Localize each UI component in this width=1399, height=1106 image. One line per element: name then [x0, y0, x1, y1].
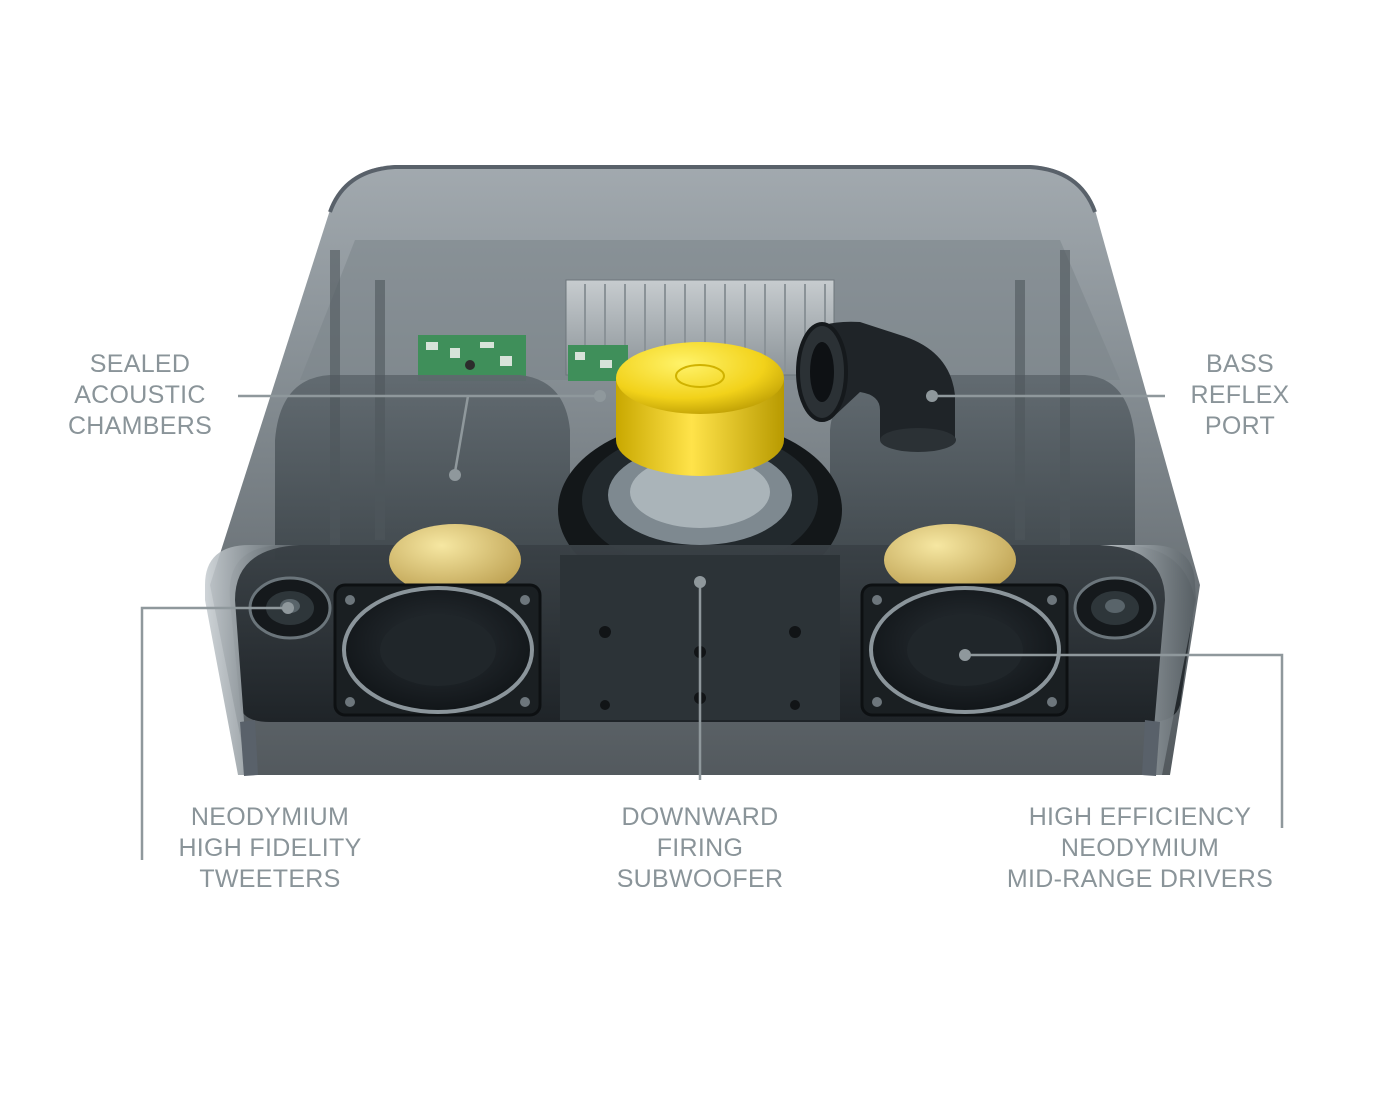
speaker-side-walls: [205, 545, 1196, 776]
midrange-magnet-left: [389, 524, 521, 596]
label-line: CHAMBERS: [67, 412, 213, 440]
label-line: ACOUSTIC: [74, 381, 206, 409]
dot-bass-port: [926, 390, 938, 402]
label-line: DOWNWARD: [621, 803, 779, 831]
bass-reflex-port: [796, 321, 956, 452]
dot-subwoofer: [694, 576, 706, 588]
leader-sealed-chambers-branch: [453, 395, 470, 473]
label-line: REFLEX: [1190, 381, 1290, 409]
label-line: SUBWOOFER: [616, 865, 784, 893]
leader-dots: [282, 390, 971, 661]
label-line: TWEETERS: [199, 865, 341, 893]
circuit-board-left: [418, 335, 526, 381]
dot-sealed-chamber-center: [594, 390, 606, 402]
leader-lines: [140, 394, 1284, 860]
label-tweeters: NEODYMIUM HIGH FIDELITY TWEETERS: [140, 802, 400, 895]
midrange-magnet-right: [884, 524, 1016, 596]
leader-midrange: [965, 653, 1284, 828]
dot-tweeter: [282, 602, 294, 614]
tweeter-right: [1073, 576, 1157, 640]
label-line: SEALED: [89, 350, 191, 378]
label-bass-reflex-port: BASS REFLEX PORT: [1150, 349, 1330, 442]
label-sealed-acoustic-chambers: SEALED ACOUSTIC CHAMBERS: [40, 349, 240, 442]
dot-sealed-chamber-left: [449, 469, 461, 481]
label-line: HIGH FIDELITY: [178, 834, 362, 862]
label-line: PORT: [1204, 412, 1276, 440]
leader-tweeters: [140, 606, 288, 860]
dot-midrange: [959, 649, 971, 661]
sealed-acoustic-chamber-left: [275, 250, 570, 560]
label-line: BASS: [1206, 350, 1274, 378]
label-line: MID-RANGE DRIVERS: [1006, 865, 1274, 893]
label-line: HIGH EFFICIENCY: [1028, 803, 1252, 831]
label-line: FIRING: [656, 834, 744, 862]
label-subwoofer: DOWNWARD FIRING SUBWOOFER: [580, 802, 820, 895]
label-line: NEODYMIUM: [1060, 834, 1220, 862]
label-midrange-drivers: HIGH EFFICIENCY NEODYMIUM MID-RANGE DRIV…: [990, 802, 1290, 895]
label-line: NEODYMIUM: [190, 803, 350, 831]
midrange-driver-left: [333, 583, 542, 717]
